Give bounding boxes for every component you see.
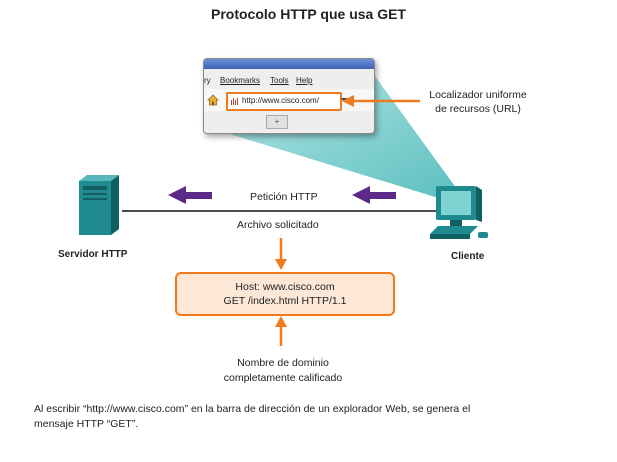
menu-item-help[interactable]: Help [296, 76, 313, 85]
request-label: Petición HTTP [250, 191, 318, 203]
client-computer-icon [430, 186, 488, 239]
fqdn-arrow-head [275, 316, 287, 327]
menu-item-bookmarks[interactable]: Bookmarks [220, 76, 261, 85]
address-bar[interactable]: http://www.cisco.com/ [226, 92, 342, 111]
client-label: Cliente [451, 251, 485, 262]
browser-address-row: http://www.cisco.com/ [204, 89, 374, 111]
browser-titlebar [204, 59, 374, 69]
url-text: http://www.cisco.com/ [242, 96, 319, 105]
browser-tab-stub[interactable]: + [266, 115, 288, 129]
fqdn-line-2: completamente calificado [223, 372, 343, 384]
message-host-line: Host: www.cisco.com [235, 281, 335, 293]
fqdn-line-1: Nombre de dominio [237, 357, 329, 369]
caption-text: Al escribir “http://www.cisco.com” en la… [34, 402, 594, 432]
caption-line-2: mensaje HTTP “GET”. [34, 418, 139, 430]
home-icon[interactable] [207, 94, 219, 106]
url-callout-line-2: de recursos (URL) [435, 103, 521, 115]
site-favicon-icon [231, 98, 238, 105]
browser-window: ry Bookmarks Tools Help http://www.cisco… [203, 58, 375, 134]
fqdn-label: Nombre de dominio completamente califica… [218, 356, 348, 386]
response-arrow-head [275, 259, 287, 270]
caption-line-1: Al escribir “http://www.cisco.com” en la… [34, 403, 471, 415]
menu-item-view[interactable]: ry [204, 76, 211, 85]
http-message-box: Host: www.cisco.com GET /index.html HTTP… [175, 272, 395, 316]
message-get-line: GET /index.html HTTP/1.1 [223, 295, 347, 307]
menu-item-tools[interactable]: Tools [270, 76, 289, 85]
url-callout-label: Localizador uniforme de recursos (URL) [424, 88, 532, 116]
request-arrow-right [352, 186, 396, 204]
browser-menu-bar: ry Bookmarks Tools Help [204, 71, 374, 87]
diagram-title: Protocolo HTTP que usa GET [211, 6, 406, 22]
url-callout-line-1: Localizador uniforme [429, 89, 527, 101]
response-label: Archivo solicitado [237, 219, 319, 231]
server-label: Servidor HTTP [58, 249, 128, 260]
request-arrow-left [168, 186, 212, 204]
server-icon [79, 175, 119, 235]
